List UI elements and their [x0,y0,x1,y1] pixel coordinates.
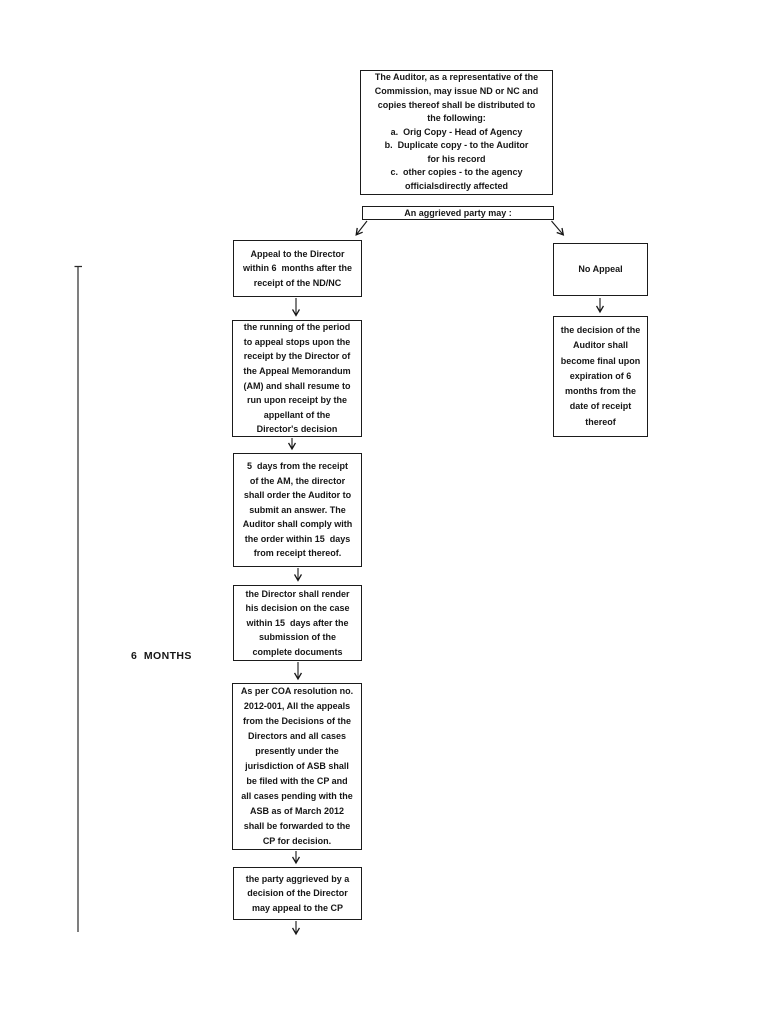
appeal-period-tolling-box: the running of the period to appeal stop… [232,320,362,437]
auditor-issuance-box: The Auditor, as a representative of the … [360,70,553,195]
director-decision-box: the Director shall render his decision o… [233,585,362,661]
split-left-arrow [355,220,368,236]
coa-resolution-box: As per COA resolution no. 2012-001, All … [232,683,362,850]
auditor-answer-box: 5 days from the receipt of the AM, the d… [233,453,362,567]
aggrieved-party-box: An aggrieved party may : [362,206,554,220]
appeal-to-cp-box: the party aggrieved by a decision of the… [233,867,362,920]
six-months-label: 6 MONTHS [131,650,192,662]
six-months-bracket-line [74,265,82,932]
decision-final-box: the decision of the Auditor shall become… [553,316,648,437]
appeal-director-box: Appeal to the Director within 6 months a… [233,240,362,297]
no-appeal-box: No Appeal [553,243,648,296]
split-right-arrow [551,220,565,236]
